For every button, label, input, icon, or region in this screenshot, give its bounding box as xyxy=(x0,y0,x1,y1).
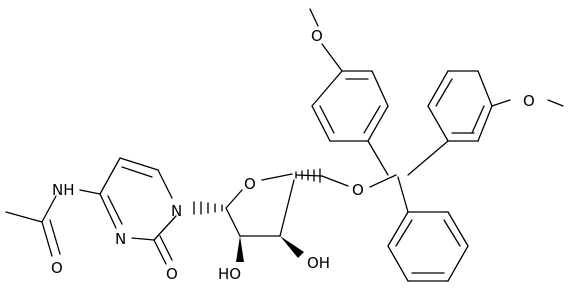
bond-cacyl-o-db xyxy=(49,219,61,255)
bond-c6-c5 xyxy=(119,157,159,171)
atom-o-acetyl: O xyxy=(51,259,63,277)
bond-ring3-c xyxy=(447,245,469,282)
bond-ring2-c xyxy=(477,70,493,107)
bond-ring3-e xyxy=(387,245,409,282)
atom-o-ring: O xyxy=(244,175,256,193)
bond-ring1-db3 xyxy=(319,105,335,134)
bond-n3-c2 xyxy=(131,237,155,241)
atom-o-methoxy-right: O xyxy=(523,92,535,110)
bond-ring3-db3 xyxy=(395,219,413,247)
bond-methoxy-top xyxy=(321,43,343,72)
atom-n3: N xyxy=(115,230,126,248)
bond-ringO-c1 xyxy=(225,189,243,209)
bond-ring1-db2 xyxy=(363,105,381,134)
bond-ring2-a xyxy=(427,70,449,107)
bond-ring2-f xyxy=(427,105,449,142)
bond-c4-ringO xyxy=(261,173,293,181)
bond-ring1-f xyxy=(311,70,343,107)
bond-central-ring3 xyxy=(397,176,409,213)
bond-ring3-f xyxy=(387,211,409,247)
bond-c4-nh xyxy=(79,189,101,195)
atom-ho-2: HO xyxy=(218,265,241,283)
atom-nh: NH xyxy=(52,181,75,199)
bond-cacyl-methyl xyxy=(5,211,43,223)
bond-ring1-e xyxy=(311,105,331,142)
bond-ring1-b xyxy=(371,70,389,107)
stereo-bonds xyxy=(193,168,321,262)
bond-n1-c6 xyxy=(157,169,173,199)
bond-central-ether xyxy=(369,174,397,188)
bond-ring2-db1 xyxy=(435,78,453,107)
atom-oh-3: OH xyxy=(307,254,330,272)
bond-nh-cacyl xyxy=(41,195,57,223)
bond-methyl-top xyxy=(309,8,319,27)
bond-cacyl-o xyxy=(41,221,53,257)
wedge-c2-oh xyxy=(236,236,244,262)
bond-ring1-central xyxy=(367,140,389,176)
bond-c2-o xyxy=(153,239,167,265)
wedge-c3-oh xyxy=(280,236,304,258)
atom-n1: N xyxy=(171,202,182,220)
bond-methoxy-right xyxy=(491,99,511,107)
bonds xyxy=(5,8,564,282)
bond-ring2-d xyxy=(477,105,493,142)
bond-c2-o-db xyxy=(159,235,173,261)
atom-o-carbonyl: O xyxy=(166,265,178,283)
bond-c2-n1 xyxy=(153,215,177,241)
bond-ether-ch2 xyxy=(321,175,349,187)
bond-c4-n3 xyxy=(99,193,117,229)
bond-ring3-db1 xyxy=(443,219,461,247)
atom-o-methoxy-top: O xyxy=(311,27,323,45)
atom-o-ether: O xyxy=(352,181,364,199)
hashed-wedge-c1-n1 xyxy=(193,201,223,215)
atom-labels: O O O O N N NH O O HO OH xyxy=(51,27,535,283)
bond-ring2-db2 xyxy=(471,105,485,134)
bond-c3-c4 xyxy=(279,179,295,237)
bond-ring1-c xyxy=(367,105,389,142)
hashed-wedge-c4-ch2 xyxy=(295,168,321,183)
bond-c1-c2 xyxy=(225,207,241,237)
bond-ring3-b xyxy=(447,211,469,247)
bond-c6-c5-db xyxy=(121,166,153,178)
bond-ch2-c4 xyxy=(295,174,323,177)
bond-c5-c4 xyxy=(99,157,121,195)
bond-methyl-right xyxy=(547,99,564,107)
bond-ring2-central xyxy=(407,140,449,176)
bond-c4-n3-db xyxy=(107,195,123,225)
